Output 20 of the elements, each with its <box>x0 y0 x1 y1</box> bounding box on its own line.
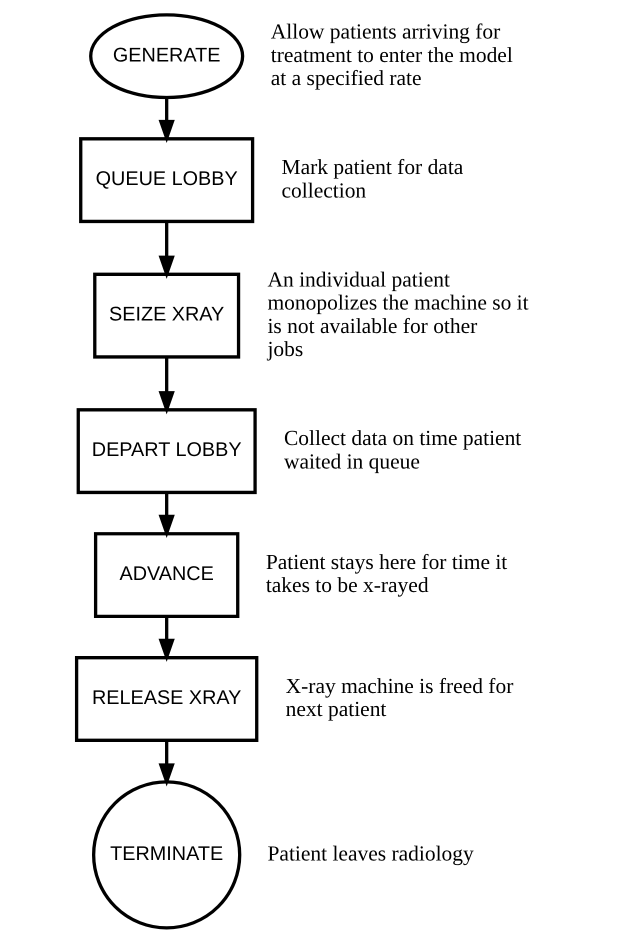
node-label: Patient leaves radiology <box>267 841 474 866</box>
node-box: ADVANCE <box>94 532 240 618</box>
arrow <box>158 616 175 662</box>
arrow <box>158 356 175 414</box>
arrow <box>158 221 175 279</box>
node-label: Mark patient for data collection <box>282 155 464 202</box>
node-box: DEPART LOBBY <box>76 408 257 494</box>
node-label: Patient stays here for time it takes to be x-rayed <box>266 550 508 598</box>
arrow <box>158 740 175 787</box>
node-box: SEIZE XRAY <box>93 272 240 359</box>
arrow <box>158 98 175 144</box>
node-circle: TERMINATE <box>92 780 242 930</box>
node-label: Allow patients arriving for treatment to enter the model at a specified rate <box>270 20 513 90</box>
arrow <box>158 492 175 538</box>
node-label: An individual patient monopolizes the machine so it is not available for other jobs <box>267 268 529 361</box>
node-label: Collect data on time patient waited in queue <box>284 426 522 474</box>
node-box: RELEASE XRAY <box>74 656 258 742</box>
node-label: X-ray machine is freed for next patient <box>286 674 514 722</box>
node-ellipse: GENERATE <box>89 13 244 100</box>
node-box: QUEUE LOBBY <box>79 137 254 224</box>
